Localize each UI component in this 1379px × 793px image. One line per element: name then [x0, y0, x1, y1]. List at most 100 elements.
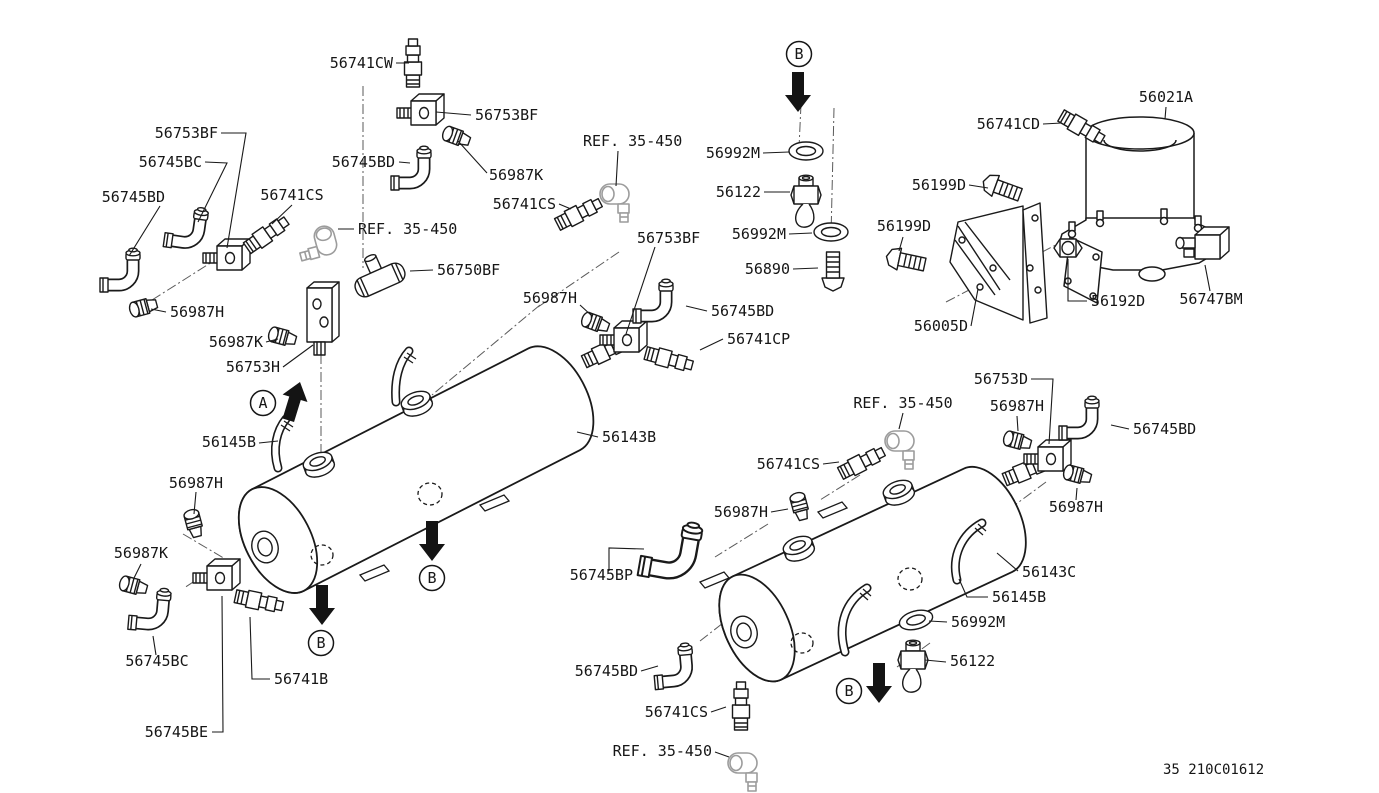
part-label-36: 56747BM: [1179, 290, 1242, 308]
fitting-ref-35-450-right: [884, 430, 915, 470]
part-label-25: 56745BE: [145, 723, 208, 741]
fitting-56750BF: [344, 244, 409, 301]
pipe-56145B-left: [270, 414, 294, 473]
part-label-37: 56753D: [974, 370, 1028, 388]
fitting-56745BD-right: [1059, 396, 1099, 440]
fitting-56741B: [233, 587, 285, 616]
air-tank-56143B: [237, 345, 595, 594]
part-label-5: 56741CS: [493, 195, 556, 213]
part-label-19: 56143B: [602, 428, 656, 446]
part-label-32: 56741CD: [977, 115, 1040, 133]
fitting-56987H-left: [127, 295, 160, 319]
part-label-9: 56745BD: [102, 188, 165, 206]
hidden-port-dashed-circle: [897, 567, 923, 591]
part-label-34: 56192D: [1091, 292, 1145, 310]
fitting-ref-35-450-left: [293, 223, 340, 263]
fitting-56741CP: [642, 344, 696, 375]
part-label-2: 56745BD: [332, 153, 395, 171]
fitting-56753BF-left: [202, 238, 251, 271]
fitting-56753H: [306, 281, 340, 356]
part-label-3: 56987K: [489, 166, 543, 184]
part-label-50: 56992M: [951, 613, 1005, 631]
hidden-port-dashed-circle: [417, 482, 443, 506]
fitting-56122-1: [790, 174, 822, 228]
part-label-16: 56987H: [523, 289, 577, 307]
fitting-ref-35-450-mid: [599, 183, 630, 223]
fitting-56741CS-left: [241, 212, 293, 256]
part-label-23: 56745BC: [125, 652, 188, 670]
fitting-56987K-left: [266, 325, 299, 349]
fitting-56987H-right2: [788, 490, 812, 523]
leader-lines: [128, 62, 1211, 758]
part-label-10: 56741CS: [260, 186, 323, 204]
part-label-7: 56753BF: [155, 124, 218, 142]
part-label-20: 56145B: [202, 433, 256, 451]
svg-text:B: B: [794, 45, 803, 63]
part-label-45: 56745BD: [575, 662, 638, 680]
fitting-56192D: [1053, 238, 1083, 258]
bracket-56005D: [949, 202, 1048, 324]
section-marker-a-0: A: [249, 389, 277, 417]
fitting-56987H-center: [579, 310, 612, 336]
footer-code: 35 210C01612: [1163, 762, 1264, 778]
part-label-33: 56021A: [1139, 88, 1193, 106]
fitting-56753BF-top: [396, 93, 445, 126]
pipe-left-top: [391, 346, 417, 407]
part-label-28: 56992M: [732, 225, 786, 243]
fitting-56741CS-mid: [552, 194, 605, 233]
part-label-24: 56741B: [274, 670, 328, 688]
section-marker-b-4: B: [835, 677, 863, 705]
markers-layer: A B B B B: [249, 40, 863, 705]
part-label-27: 56122: [716, 183, 761, 201]
part-label-18: 56741CP: [727, 330, 790, 348]
part-label-8: 56745BC: [139, 153, 202, 171]
fitting-56745BP: [638, 515, 704, 585]
pipe-right-mid: [837, 583, 872, 657]
pipe-56145B-right: [950, 518, 987, 585]
svg-text:B: B: [844, 682, 853, 700]
part-label-31: 56199D: [877, 217, 931, 235]
fitting-56741CS-bottom: [731, 681, 751, 731]
part-label-47: REF. 35-450: [613, 742, 712, 760]
part-label-6: 56753BF: [637, 229, 700, 247]
part-label-12: 56750BF: [437, 261, 500, 279]
part-label-13: 56987H: [170, 303, 224, 321]
part-label-29: 56890: [745, 260, 790, 278]
part-label-51: 56122: [950, 652, 995, 670]
fitting-56745BD-top: [391, 146, 431, 190]
fitting-ref-35-450-bottom: [727, 752, 758, 792]
part-label-39: 56745BD: [1133, 420, 1196, 438]
fitting-56745BD-left: [100, 248, 140, 292]
direction-arrow-down-b3: [866, 663, 892, 703]
fitting-56745BD-center: [633, 279, 673, 323]
svg-text:A: A: [258, 394, 267, 412]
part-label-11: REF. 35-450: [358, 220, 457, 238]
part-label-35: 56005D: [914, 317, 968, 335]
hidden-port-dashed-circle: [790, 632, 814, 654]
part-label-46: 56741CS: [645, 703, 708, 721]
part-label-44: 56745BP: [570, 566, 633, 584]
section-marker-b-2: B: [418, 564, 446, 592]
direction-arrow-down-b-top: [785, 72, 811, 112]
fitting-56992M-1: [788, 141, 824, 161]
fitting-56745BD-bottom: [652, 643, 696, 690]
section-marker-b-3: B: [307, 629, 335, 657]
part-label-14: 56987K: [209, 333, 263, 351]
part-label-21: 56987H: [169, 474, 223, 492]
fitting-56741CS-right: [835, 443, 888, 482]
part-label-4: REF. 35-450: [583, 132, 682, 150]
direction-arrow-down-b2: [309, 585, 335, 625]
tank-bracket-tab: [359, 564, 390, 582]
fitting-56199D-2: [883, 244, 928, 276]
fitting-56745BE: [192, 558, 241, 591]
part-label-22: 56987K: [114, 544, 168, 562]
part-label-48: 56143C: [1022, 563, 1076, 581]
part-label-40: REF. 35-450: [853, 394, 952, 412]
fitting-56987H-right3: [1061, 463, 1094, 487]
air-dryer-56021A: [1056, 116, 1223, 304]
part-label-26: 56992M: [706, 144, 760, 162]
part-label-30: 56199D: [912, 176, 966, 194]
part-label-15: 56753H: [226, 358, 280, 376]
